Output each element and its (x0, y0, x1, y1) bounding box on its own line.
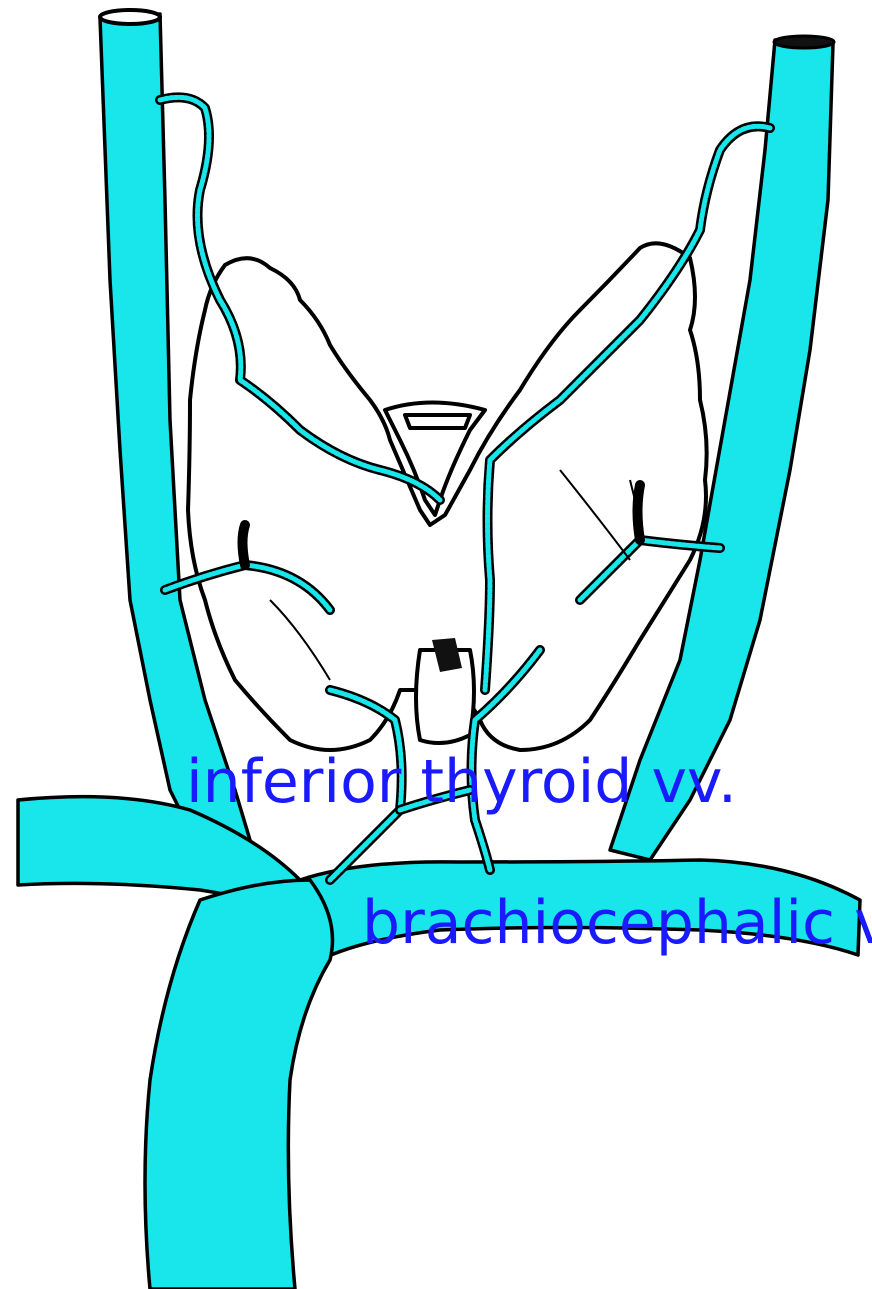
label-inferior-thyroid-veins: inferior thyroid vv. (186, 752, 737, 812)
tracheal-ring (405, 415, 470, 428)
label-brachiocephalic-vein: brachiocephalic v. (362, 893, 872, 953)
left-middle-thyroid-branch (243, 525, 246, 565)
right-jugular-opening (774, 36, 834, 48)
left-jugular-opening (100, 10, 160, 24)
superior-vena-cava (145, 880, 333, 1289)
